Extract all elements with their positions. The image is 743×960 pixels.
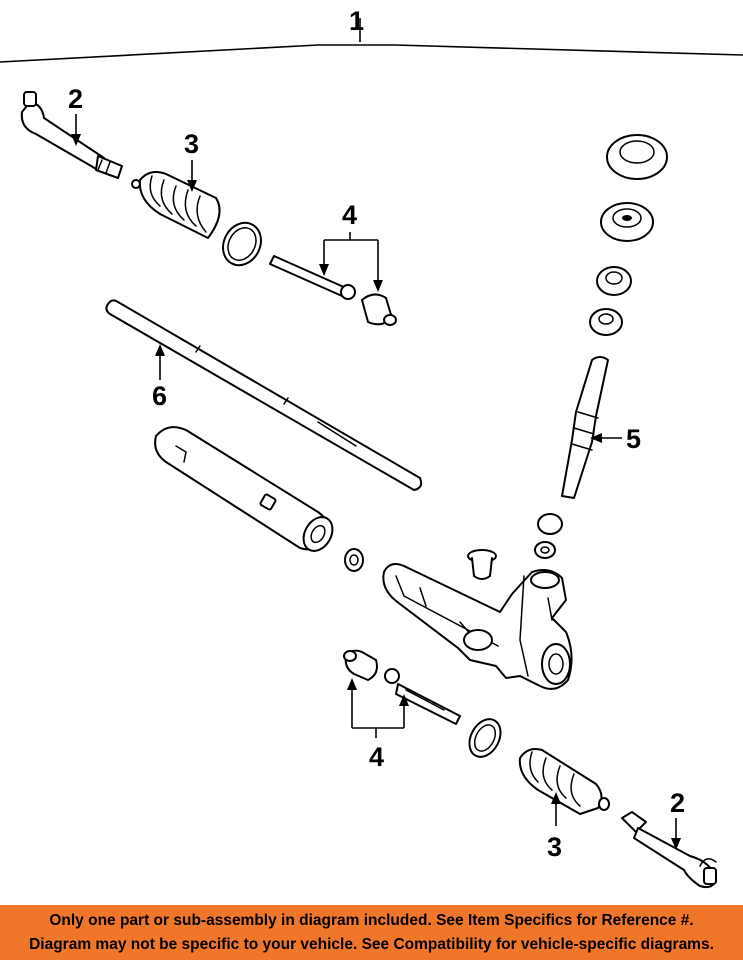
steering-gear-housing (382, 563, 573, 690)
assembly-frame (0, 18, 743, 63)
callout-5: 5 (626, 424, 641, 454)
callout-4-upper: 4 (342, 200, 357, 230)
pinion-seal-1 (606, 134, 668, 180)
rack-bushing (344, 548, 364, 572)
boot-clamp-left (222, 221, 262, 267)
callout-2-left: 2 (68, 84, 83, 114)
leader-3-right (551, 792, 561, 826)
outer-tie-rod-end-left (20, 91, 123, 179)
boot-clamp-right (468, 718, 502, 758)
callout-6: 6 (152, 381, 167, 411)
callout-3-right: 3 (547, 832, 562, 862)
outer-tie-rod-end-right (621, 811, 717, 889)
pinion-washer (589, 308, 623, 336)
leader-4-lower (347, 678, 409, 738)
pinion-bearing (596, 266, 632, 296)
pinion-nut (534, 541, 556, 559)
leader-3-left (187, 160, 197, 192)
leader-5 (590, 433, 622, 443)
rack-boot-right (518, 748, 610, 815)
callout-4-lower: 4 (369, 742, 384, 772)
compatibility-notice: Only one part or sub-assembly in diagram… (0, 905, 743, 960)
pinion-shaft (561, 356, 609, 499)
pinion-lower-bearing (537, 513, 563, 535)
leader-2-left (71, 114, 81, 146)
callout-1: 1 (349, 6, 364, 36)
inner-tie-rod-upper (269, 255, 397, 326)
steering-rack-bar (105, 299, 423, 491)
notice-line-1: Only one part or sub-assembly in diagram… (49, 912, 694, 929)
rack-housing-tube (154, 426, 334, 552)
pinion-seal-2 (600, 202, 654, 242)
steering-rack-exploded-diagram: 1 2 3 4 5 6 4 3 2 (0, 6, 743, 889)
leader-4-upper (319, 232, 383, 292)
leader-2-right (671, 818, 681, 850)
notice-line-2: Diagram may not be specific to your vehi… (29, 936, 714, 953)
adjuster-plug (467, 549, 497, 580)
rack-boot-left (131, 171, 221, 239)
leader-6 (155, 344, 165, 380)
callout-3-left: 3 (184, 129, 199, 159)
inner-tie-rod-lower (343, 649, 461, 725)
callout-2-right: 2 (670, 788, 685, 818)
